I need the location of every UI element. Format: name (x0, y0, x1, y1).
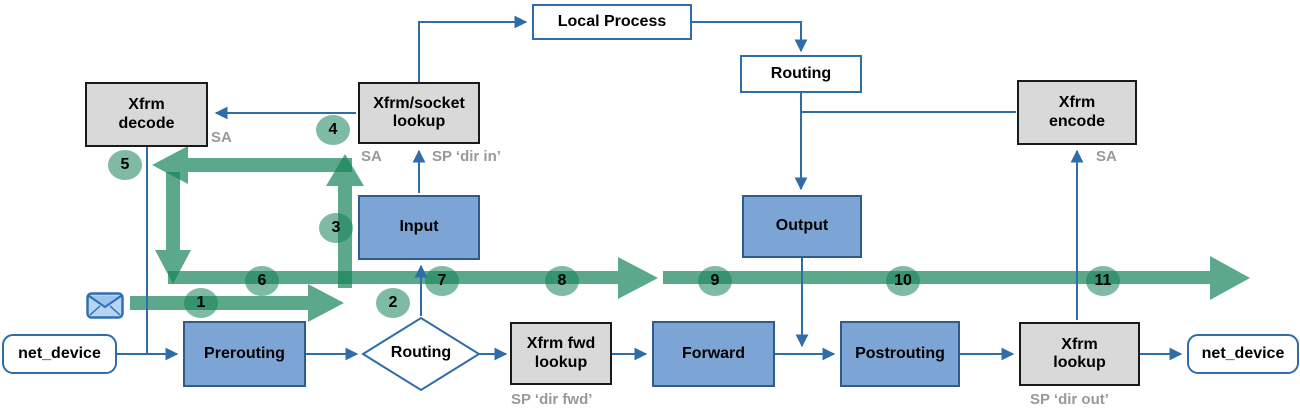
step-badge-3: 3 (319, 213, 353, 243)
step-number: 9 (710, 272, 720, 289)
step-number: 2 (388, 294, 398, 311)
node-label: Xfrm/socket (373, 94, 465, 112)
node-label: encode (1048, 112, 1105, 130)
step-number: 4 (328, 121, 338, 138)
node-input: Input (358, 195, 480, 260)
flow-arrow-decode-left (152, 146, 352, 184)
node-label: net_device (1201, 344, 1285, 362)
envelope-icon (86, 292, 124, 319)
conn-socket-to-localprocess (418, 15, 528, 82)
node-net-device-out: net_device (1187, 334, 1299, 374)
node-label: lookup (534, 353, 588, 371)
node-forward: Forward (652, 321, 775, 387)
step-number: 3 (331, 219, 341, 236)
node-label: Xfrm (1061, 335, 1098, 353)
node-label: lookup (1053, 354, 1106, 371)
step-badge-8: 8 (545, 266, 579, 296)
flow-arrow-main-right (663, 256, 1250, 300)
node-net-device-in: net_device (2, 334, 117, 374)
node-label: Local Process (557, 12, 667, 30)
node-label: net_device (18, 344, 101, 362)
node-postrouting: Postrouting (840, 321, 960, 387)
node-routing-decision: Routing (371, 344, 471, 362)
node-output: Output (742, 195, 862, 258)
flow-arrow-step1 (130, 284, 344, 322)
step-number: 1 (196, 294, 206, 311)
blue-connectors (117, 15, 1183, 392)
flow-arrow-decode-down (155, 172, 191, 284)
step-number: 11 (1094, 272, 1112, 289)
node-label: Output (775, 217, 829, 235)
node-xfrm-fwd-lookup: Xfrm fwd lookup (510, 322, 612, 385)
node-label: Forward (681, 344, 746, 362)
annotation-sa-decode: SA (211, 129, 232, 146)
step-number: 7 (437, 272, 447, 289)
annotation-sa-encode: SA (1096, 148, 1117, 165)
step-number: 5 (120, 156, 130, 173)
node-xfrm-encode: Xfrm encode (1017, 80, 1137, 145)
green-flow-arrows (130, 146, 1250, 322)
node-prerouting: Prerouting (183, 321, 306, 387)
node-label: Routing (770, 64, 832, 82)
step-badge-2: 2 (376, 288, 410, 318)
node-xfrm-decode: Xfrm decode (85, 82, 208, 147)
node-routing-upper: Routing (740, 55, 862, 93)
node-label: Xfrm fwd (526, 335, 596, 353)
step-badge-5: 5 (108, 150, 142, 180)
step-badge-4: 4 (316, 115, 350, 145)
node-label: Input (399, 218, 439, 236)
step-number: 6 (257, 272, 267, 289)
step-badge-1: 1 (184, 288, 218, 318)
annotation-sp-dir-out: SP ‘dir out’ (1030, 391, 1109, 408)
step-badge-6: 6 (245, 266, 279, 296)
step-badge-10: 10 (886, 266, 920, 296)
node-label: decode (118, 114, 175, 132)
node-label: Xfrm (128, 96, 165, 114)
annotation-sp-dir-fwd: SP ‘dir fwd’ (511, 391, 593, 408)
node-local-process: Local Process (532, 4, 692, 40)
node-label: Prerouting (204, 344, 285, 362)
step-number: 10 (894, 272, 912, 289)
step-number: 8 (557, 272, 567, 289)
node-label: lookup (392, 113, 446, 130)
node-label: Routing (390, 344, 452, 361)
flow-arrow-main-left (168, 257, 658, 299)
step-badge-9: 9 (698, 266, 732, 296)
step-badge-7: 7 (425, 266, 459, 296)
node-xfrm-socket-lookup: Xfrm/socket lookup (358, 82, 480, 144)
node-xfrm-lookup: Xfrm lookup (1019, 322, 1140, 386)
node-label: Xfrm (1058, 94, 1096, 112)
step-badge-11: 11 (1086, 266, 1120, 296)
annotation-sp-dir-in: SP ‘dir in’ (432, 148, 501, 165)
conn-localprocess-to-routing (692, 21, 808, 53)
node-label: Postrouting (855, 344, 945, 362)
annotation-sa-socket: SA (361, 148, 382, 165)
